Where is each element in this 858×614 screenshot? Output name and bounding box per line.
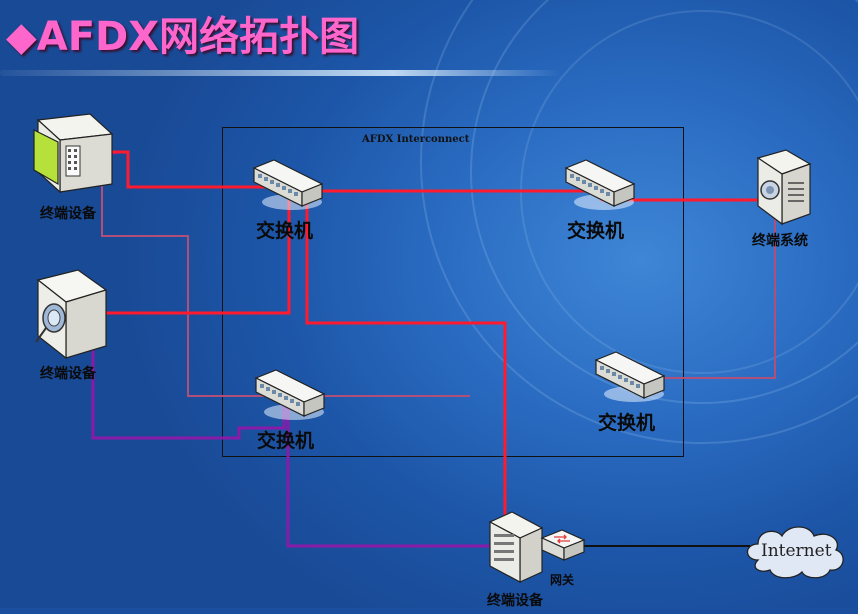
afdx-interconnect-frame <box>222 127 684 457</box>
gateway-icon[interactable] <box>540 526 586 570</box>
switch-2-icon[interactable] <box>562 158 638 218</box>
internet-label: Internet <box>761 541 832 561</box>
end-system-label: 终端系统 <box>752 233 808 249</box>
link-purple-switch3-enddevice <box>286 404 518 548</box>
end-device-1-icon[interactable] <box>26 112 116 200</box>
switch-4-icon[interactable] <box>592 350 668 410</box>
gateway-label: 网关 <box>550 573 575 587</box>
switch-1-icon[interactable] <box>250 158 326 218</box>
link-red-switch1-enddevice <box>305 200 507 548</box>
end-device-1-label: 终端设备 <box>40 206 96 222</box>
end-device-3-label: 终端设备 <box>487 593 543 609</box>
switch-3-icon[interactable] <box>252 368 328 428</box>
slide-title: ◆AFDX网络拓扑图 <box>6 14 360 60</box>
switch-3-label: 交换机 <box>257 430 315 452</box>
switch-4-label: 交换机 <box>598 412 656 434</box>
bottom-bar <box>0 608 858 614</box>
link-red-device2-switch1 <box>70 186 291 315</box>
end-device-3-icon[interactable] <box>484 508 546 588</box>
internet-cloud-icon[interactable] <box>740 520 850 586</box>
end-system-icon[interactable] <box>752 148 816 232</box>
end-device-2-label: 终端设备 <box>40 366 96 382</box>
switch-2-label: 交换机 <box>567 220 625 242</box>
link-mauve-switch4-system <box>660 206 776 379</box>
end-device-2-icon[interactable] <box>30 268 112 364</box>
title-underline <box>0 70 560 76</box>
afdx-interconnect-label: AFDX Interconnect <box>362 134 470 145</box>
switch-1-label: 交换机 <box>256 220 314 242</box>
title-bar: ◆AFDX网络拓扑图 <box>0 0 858 70</box>
